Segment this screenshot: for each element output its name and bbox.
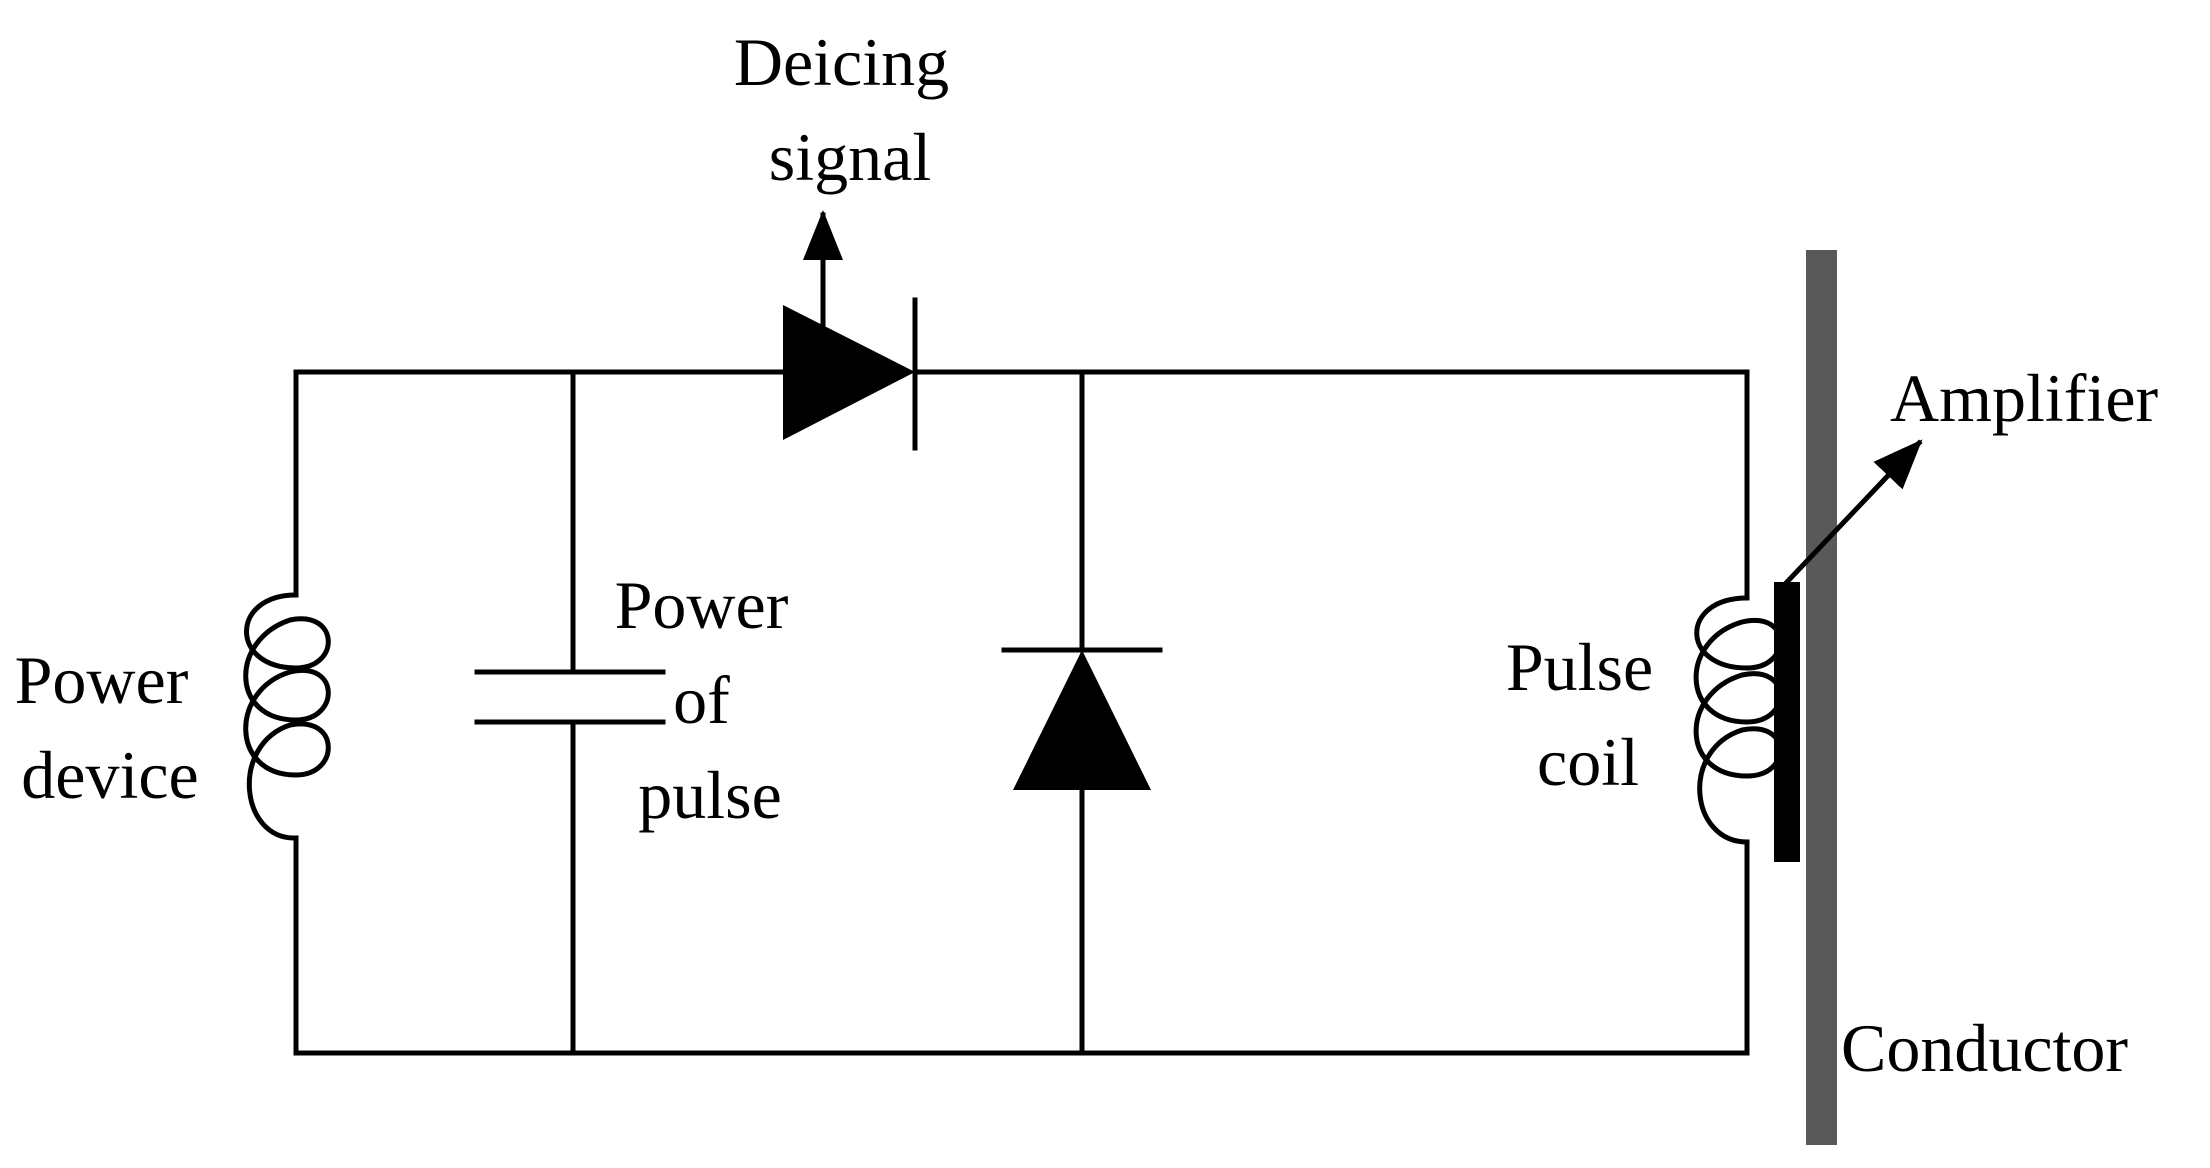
conductor-label: Conductor bbox=[1841, 1010, 2128, 1086]
power-device-line-2: device bbox=[21, 737, 198, 813]
power-of-pulse-label: Power of pulse bbox=[615, 567, 806, 833]
amplifier-arrow bbox=[1783, 439, 1923, 586]
pulse-coil-line-2: coil bbox=[1537, 724, 1639, 800]
pulse-coil-label: Pulse coil bbox=[1506, 629, 1670, 800]
power-of-pulse-line-3: pulse bbox=[638, 757, 782, 833]
deicing-signal-line-2: signal bbox=[769, 119, 931, 195]
switch-diode-triangle bbox=[783, 305, 915, 440]
deicing-signal-line-1: Deicing bbox=[734, 24, 949, 100]
power-device-label: Power device bbox=[15, 642, 206, 813]
conductor-bar bbox=[1806, 250, 1837, 1145]
deicing-signal-label: Deicing signal bbox=[734, 24, 966, 195]
power-device-line-1: Power bbox=[15, 642, 189, 718]
pulse-coil-line-1: Pulse bbox=[1506, 629, 1653, 705]
pulse-power-capacitor bbox=[474, 669, 666, 725]
pulse-coil bbox=[1693, 595, 1783, 845]
power-device-coil bbox=[243, 592, 331, 841]
amplifier-label: Amplifier bbox=[1890, 360, 2159, 436]
power-of-pulse-line-1: Power bbox=[615, 567, 789, 643]
freewheel-diode bbox=[1001, 647, 1163, 790]
circuit-wires bbox=[293, 369, 1750, 1056]
power-of-pulse-line-2: of bbox=[673, 662, 730, 738]
amplifier-plate bbox=[1774, 582, 1800, 862]
freewheel-diode-triangle bbox=[1013, 650, 1151, 790]
deicing-switch-diode bbox=[783, 297, 918, 451]
